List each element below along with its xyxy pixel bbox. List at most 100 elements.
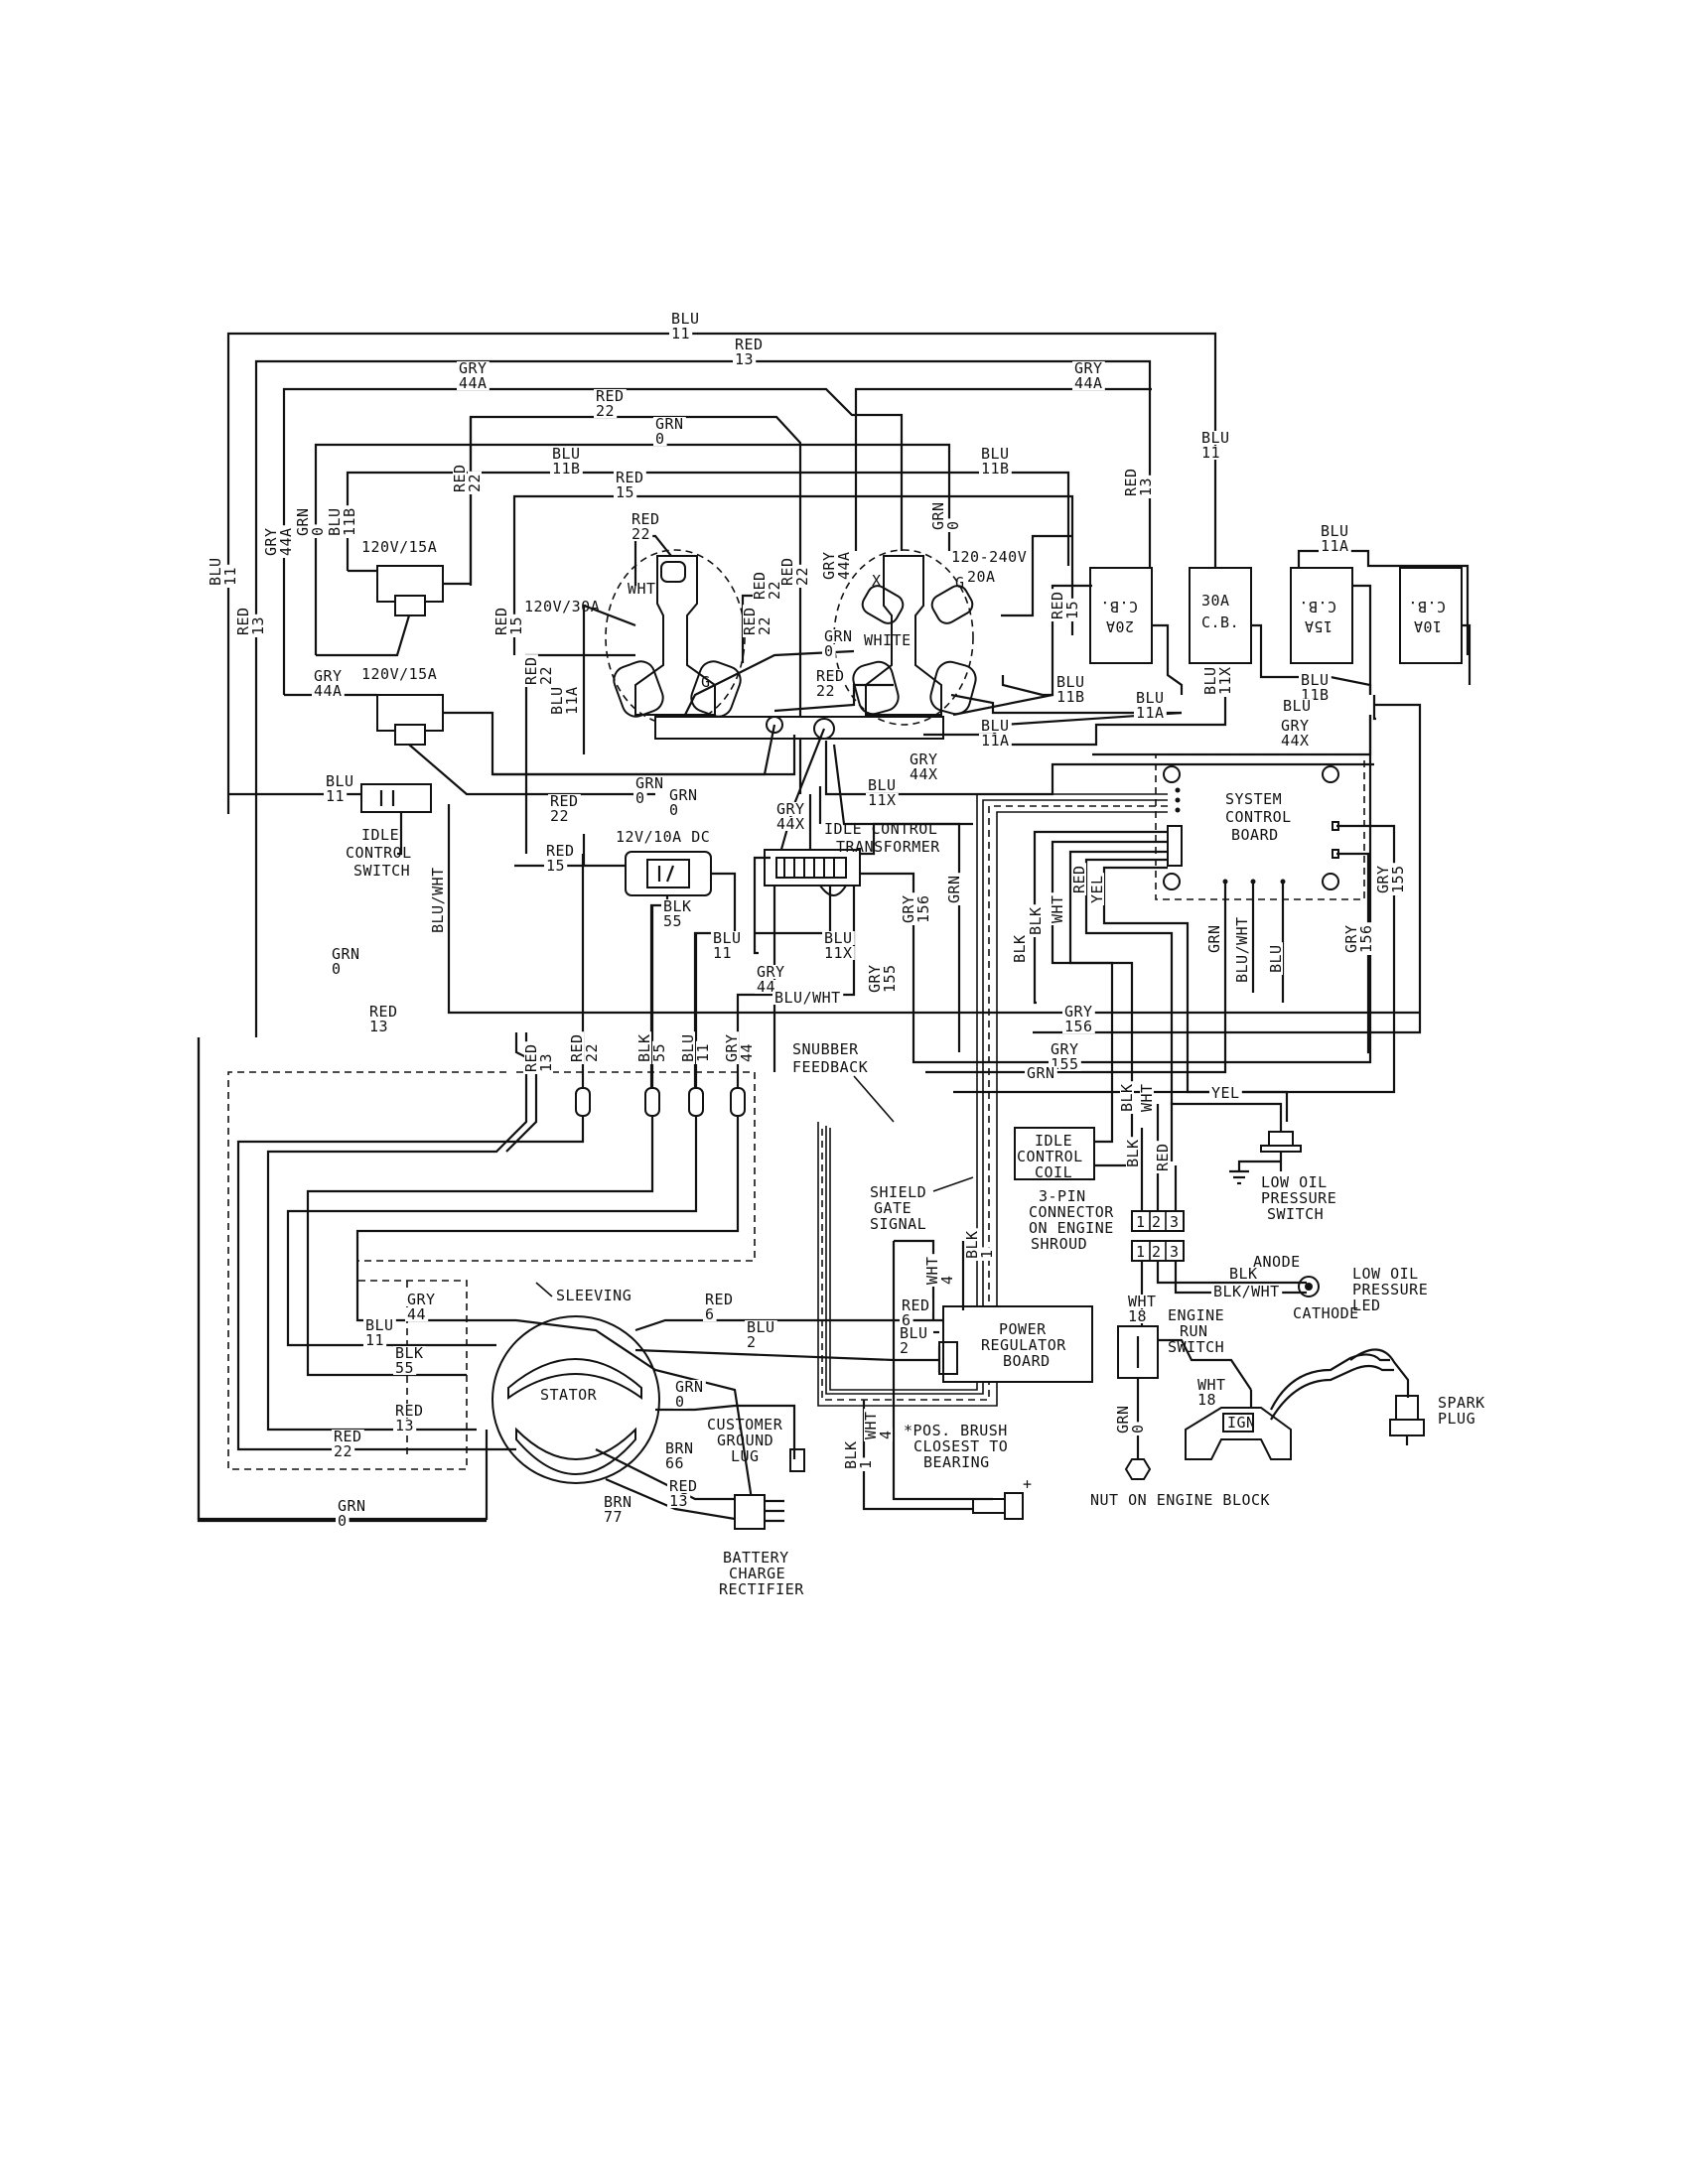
connector-socket-pin-3: 3 xyxy=(1170,1243,1180,1261)
wire-label-background xyxy=(711,931,744,945)
circuit-breakers: 20A C.B. 30A C.B. 15A C.B. 10A C.B. xyxy=(1043,567,1472,697)
wire-label-background xyxy=(1391,863,1405,895)
connector-gry-44 xyxy=(730,1087,746,1117)
wire-label-background xyxy=(494,605,508,637)
wire-label-background xyxy=(1072,361,1105,375)
wire-label-line: GRN xyxy=(338,1497,366,1515)
shield-label-1: SHIELD xyxy=(870,1183,926,1201)
wire-label-line: 13 xyxy=(537,1053,555,1072)
wire-label-line: BLK xyxy=(1124,1139,1142,1167)
wire-label-background xyxy=(468,471,482,494)
wire-label-background xyxy=(279,525,293,558)
spark-plug-label-1: SPARK xyxy=(1438,1394,1485,1412)
wire-label-line: YEL xyxy=(1211,1084,1240,1102)
wire-label-background xyxy=(745,1335,759,1349)
wire-label-line: 11B xyxy=(1056,688,1085,706)
wire-label-background xyxy=(979,734,1012,748)
wire-label-background xyxy=(594,404,618,418)
wire-label-line: GRN xyxy=(929,501,947,530)
wire-label-background xyxy=(1051,892,1064,925)
wire-label-line: BLU xyxy=(1056,673,1085,691)
wire-label-background xyxy=(453,462,467,494)
wire-label-background xyxy=(550,462,583,476)
wire-label-background xyxy=(1134,706,1167,720)
wire-label-line: BLK xyxy=(1229,1265,1258,1283)
wire-label-line: BLK xyxy=(1118,1083,1136,1112)
engine-block-nut-label: NUT ON ENGINE BLOCK xyxy=(1090,1491,1270,1509)
wire-label-line: BLK xyxy=(663,897,692,915)
dc-outlet-label: 12V/10A DC xyxy=(616,828,710,846)
wire-label-background xyxy=(236,605,250,637)
wire-label-background xyxy=(667,1479,700,1493)
connector-red-22 xyxy=(575,1087,591,1117)
wire-label-background xyxy=(367,1005,400,1019)
wire-label-line: 15 xyxy=(616,483,634,501)
connector-label-4: SHROUD xyxy=(1031,1235,1087,1253)
wire-label-background xyxy=(900,1298,932,1312)
cb-15a xyxy=(1290,567,1353,664)
wire-label-blu-wht-left: BLU/WHT xyxy=(429,864,447,935)
connector-label-2: CONNECTOR xyxy=(1029,1203,1114,1221)
wire-label-line: 0 xyxy=(309,526,327,536)
wire-label-blk-idle-coil-2: BLK xyxy=(1124,1137,1142,1169)
wire-label-background xyxy=(393,1361,417,1375)
wire-label-line: 44X xyxy=(776,815,805,833)
wire-label-line: GRY xyxy=(1342,924,1360,953)
wire-label-yel-scb: YEL xyxy=(1088,873,1106,905)
wire-label-background xyxy=(711,946,735,960)
wire-label-background xyxy=(223,564,237,588)
recept-30a-wht-mark: WHT xyxy=(628,580,656,598)
wire-label-background xyxy=(1299,688,1332,702)
wire-label-line: 55 xyxy=(663,912,682,930)
wire-label-background xyxy=(965,1228,979,1261)
spark-plug: SPARK PLUG xyxy=(1349,1348,1485,1445)
wire-label-background xyxy=(1140,1081,1154,1114)
wire-label-line: 22 xyxy=(583,1043,601,1062)
cb-20a xyxy=(1089,567,1153,664)
wire-label-background xyxy=(324,774,356,788)
wire-label-line: GRY xyxy=(314,667,343,685)
wire-label-blk-scb-1: BLK xyxy=(1011,932,1029,965)
wire-label-background xyxy=(774,817,807,831)
wire-label-line: 0 xyxy=(338,1512,348,1530)
wire-label-line: 0 xyxy=(675,1393,685,1411)
wire-label-background xyxy=(311,524,325,538)
idle-control-transformer: IDLE CONTROL TRANSFORMER xyxy=(753,715,1372,1064)
wire-label-line: 44A xyxy=(277,527,295,556)
scb-label-3: BOARD xyxy=(1231,826,1279,844)
receptacle-120v-15a-top: 120V/15A xyxy=(316,417,473,657)
scb-mount-top-left xyxy=(1163,765,1181,783)
battery-charge-rectifier: BATTERY CHARGE RECTIFIER xyxy=(719,1494,804,1598)
wire-label-line: 11 xyxy=(713,944,732,962)
wire-label-line: RED xyxy=(522,656,540,685)
wire-label-background xyxy=(457,376,490,390)
wire-label-background xyxy=(795,564,809,588)
wire-label-line: 13 xyxy=(1137,478,1155,496)
wire-label-background xyxy=(864,1409,878,1441)
wire-label-background xyxy=(898,1326,930,1340)
wire-label-blu-wht-mid: BLU/WHT xyxy=(772,989,844,1007)
wire-label-background xyxy=(908,767,940,781)
wire-label-line: 0 xyxy=(824,642,834,660)
wire-label-background xyxy=(866,778,899,792)
cb-10a-rating: 10A xyxy=(1413,617,1442,635)
wire-label-background xyxy=(544,859,568,873)
wire-label-line: 155 xyxy=(1051,1055,1079,1073)
wire-label-line: RED xyxy=(778,557,796,586)
